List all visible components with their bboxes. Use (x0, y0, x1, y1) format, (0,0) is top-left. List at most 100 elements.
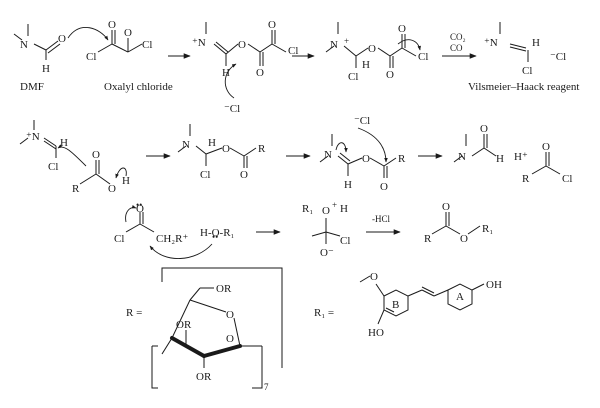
ester-r1: R₁ (482, 223, 493, 235)
chloride-1: ⁻Cl (224, 103, 240, 115)
vh-cl: Cl (522, 65, 532, 77)
vilsmeier-reagent: ⁺N H ⁻Cl Cl Vilsmeier–Haack reagent (468, 22, 579, 93)
arrow-curved-2 (224, 63, 237, 99)
ox-cl2: Cl (142, 39, 152, 51)
ring-a: A (456, 291, 464, 303)
int1-h: H (222, 67, 230, 79)
glc-o-anomeric: O (226, 333, 234, 345)
tet-r: R (258, 143, 266, 155)
row3-acyl: •• O Cl CH₂R⁺ (114, 200, 188, 245)
t3-plus: + (332, 200, 337, 210)
col-h: H (344, 179, 352, 191)
int2-o: O (368, 43, 376, 55)
int2-o2: O (386, 69, 394, 81)
t3-r1: R₁ (302, 203, 313, 215)
row1-intermediate2: N + O O O Cl Cl H (325, 22, 428, 83)
repeat-7: 7 (264, 382, 269, 392)
r1-definition: R₁ = O B HO A OH (314, 271, 502, 339)
row2-dmf-product: N O H H⁺ (453, 123, 528, 165)
dp-o: O (480, 123, 488, 135)
vh-clminus: ⁻Cl (550, 51, 566, 63)
dmf-h: H (42, 63, 50, 75)
tet-cl: Cl (200, 169, 210, 181)
vh-h: H (532, 37, 540, 49)
methoxy-o: O (370, 271, 378, 283)
co2-label: CO₂ (450, 32, 466, 42)
hcl-label: -HCl (372, 214, 390, 224)
r2-n: ⁺N (26, 131, 40, 143)
row1-oxalyl: O O Cl Cl Oxalyl chloride (86, 19, 173, 93)
int2-cl1: Cl (348, 71, 358, 83)
r-definition: R = 7 OR O OR OR O (126, 267, 283, 392)
col-r: R (398, 153, 406, 165)
ac-o: O (542, 141, 550, 153)
ac-r: R (522, 173, 530, 185)
vilsmeier-label: Vilsmeier–Haack reagent (468, 81, 579, 93)
t3-h: H (340, 203, 348, 215)
row1-intermediate1: ⁺N O O O Cl H (192, 19, 298, 79)
int1-cl: Cl (288, 45, 298, 57)
vh-n: ⁺N (484, 37, 498, 49)
dp-n: N (458, 151, 466, 163)
oxalyl-label: Oxalyl chloride (104, 81, 173, 93)
row2-acyl-chloride: R O Cl (522, 141, 572, 185)
int1-o: O (238, 39, 246, 51)
row2-tetrahedral: N H Cl O O R (177, 124, 266, 181)
int1-n: ⁺N (192, 37, 206, 49)
decarbonylation-arrow: CO₂ CO (442, 32, 477, 59)
r1-ho: HO (368, 327, 384, 339)
r1-oh: OH (486, 279, 502, 291)
dp-h: H (496, 153, 504, 165)
acyl-ch2r: CH₂R⁺ (156, 233, 188, 245)
acid-r: R (72, 183, 80, 195)
row2-collapse: ⁻Cl N H O O R (319, 115, 406, 193)
t3-ominus: O⁻ (320, 247, 334, 259)
r2-cl: Cl (48, 161, 58, 173)
arrow-curved-9 (149, 243, 213, 259)
glc-or3: OR (176, 319, 192, 331)
elimination-arrow: -HCl (366, 214, 401, 235)
arrow-curved-3 (397, 39, 421, 51)
row2-acid: R O O H (72, 149, 130, 195)
dmf-label: DMF (20, 81, 44, 93)
int2-o3: O (398, 23, 406, 35)
arrow-curved-4 (57, 144, 87, 167)
glc-or6: OR (216, 283, 232, 295)
col-o: O (362, 153, 370, 165)
dmf-n: N (20, 39, 28, 51)
ox-cl1: Cl (86, 51, 96, 63)
acyl-lonepair: •• (136, 200, 142, 210)
tet-o: O (222, 143, 230, 155)
ox-o1: O (108, 19, 116, 31)
int1-o3: O (268, 19, 276, 31)
row3-tetrahedral: R₁ O + H Cl O⁻ (302, 200, 350, 259)
co-label: CO (450, 43, 463, 53)
ring-b: B (392, 299, 399, 311)
hplus-label: H⁺ (514, 151, 528, 163)
ac-cl: Cl (562, 173, 572, 185)
ester-r: R (424, 233, 432, 245)
ester-o1: O (442, 201, 450, 213)
acyl-cl: Cl (114, 233, 124, 245)
alc-hor1: H-O-R₁ (200, 227, 235, 239)
arrow-curved-1 (67, 27, 109, 41)
tet-h: H (208, 137, 216, 149)
acid-o2: O (108, 183, 116, 195)
col-n: N (324, 149, 332, 161)
int2-n: N (330, 39, 338, 51)
int1-o2: O (256, 67, 264, 79)
ester-o2: O (460, 233, 468, 245)
row2-reagent: ⁺N H Cl (19, 120, 68, 173)
arrow-curved-7 (335, 142, 348, 153)
row3-alcohol: H-O-R₁ •• (200, 227, 235, 242)
int2-cl2: Cl (418, 51, 428, 63)
acyl-o: O (136, 203, 144, 215)
dmf-o: O (58, 33, 66, 45)
int2-h: H (362, 59, 370, 71)
r1-eq-label: R₁ = (314, 307, 334, 319)
t3-o: O (322, 205, 330, 217)
ox-o2: O (124, 27, 132, 39)
row3-ester: R O O R₁ (424, 201, 493, 245)
r2-h: H (60, 137, 68, 149)
tet-n: N (182, 139, 190, 151)
